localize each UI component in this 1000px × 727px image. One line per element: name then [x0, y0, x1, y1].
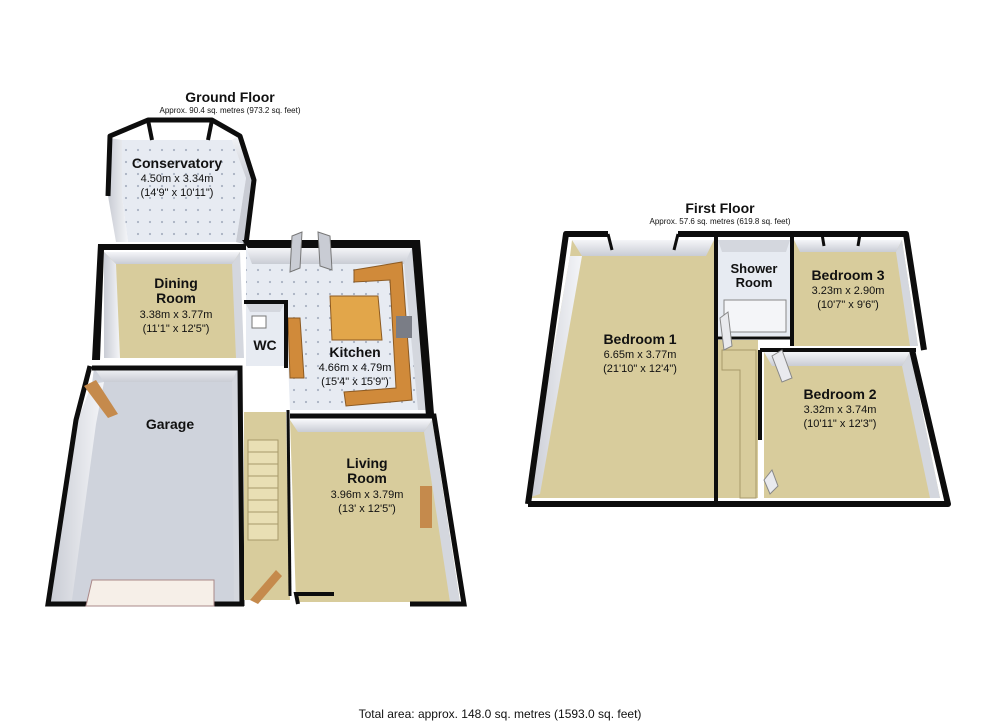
room-name-line2: Room [735, 275, 773, 291]
dining-room-area [92, 244, 246, 360]
ground-floor-plan [45, 117, 467, 607]
ground-floor-title: Ground Floor [185, 89, 275, 105]
room-dimensions-metric: 3.96m x 3.79m [330, 488, 404, 501]
conservatory-label: Conservatory 4.50m x 3.34m (14'9" x 10'1… [112, 155, 242, 200]
bedroom-3-label: Bedroom 3 3.23m x 2.90m (10'7" x 9'6") [796, 267, 900, 312]
room-name-line1: Shower [730, 261, 778, 276]
garage-area [45, 365, 245, 607]
first-floor-area: Approx. 57.6 sq. metres (619.8 sq. feet) [649, 217, 791, 226]
room-name: Conservatory [131, 155, 223, 171]
room-dimensions-metric: 3.23m x 2.90m [811, 285, 885, 298]
kitchen-label: Kitchen 4.66m x 4.79m (15'4" x 15'9") [300, 344, 410, 389]
room-dimensions-metric: 4.50m x 3.34m [140, 173, 214, 186]
total-area: Total area: approx. 148.0 sq. metres (15… [358, 707, 642, 721]
garage-label: Garage [120, 416, 220, 432]
living-room-label: Living Room 3.96m x 3.79m (13' x 12'5") [302, 455, 432, 515]
landing-area [718, 340, 758, 499]
hall-and-stairs [244, 409, 292, 604]
conservatory-area [105, 117, 257, 245]
room-dimensions-metric: 6.65m x 3.77m [603, 349, 677, 362]
bedroom-1-label: Bedroom 1 6.65m x 3.77m (21'10" x 12'4") [580, 331, 700, 376]
room-dimensions-metric: 3.38m x 3.77m [139, 308, 213, 321]
room-dimensions-imperial: (10'7" x 9'6") [817, 299, 879, 312]
room-name-line2: Room [347, 470, 387, 487]
kitchen-area [242, 231, 434, 416]
first-floor-header: First Floor Approx. 57.6 sq. metres (619… [630, 200, 810, 226]
bedroom-2-label: Bedroom 2 3.32m x 3.74m (10'11" x 12'3") [780, 386, 900, 431]
ground-floor-area: Approx. 90.4 sq. metres (973.2 sq. feet) [159, 106, 301, 115]
room-dimensions-imperial: (15'4" x 15'9") [321, 376, 389, 389]
room-name-line1: Living [346, 455, 388, 471]
first-floor-plan [525, 231, 951, 507]
living-room-area [290, 413, 467, 607]
room-dimensions-imperial: (11'1" x 12'5") [142, 322, 210, 335]
room-dimensions-imperial: (13' x 12'5") [338, 502, 396, 515]
bedroom-2-area [764, 352, 940, 498]
room-name: Garage [145, 416, 195, 432]
wc-area [244, 300, 288, 368]
ground-floor-header: Ground Floor Approx. 90.4 sq. metres (97… [140, 89, 320, 115]
room-name: Bedroom 3 [811, 267, 885, 283]
dining-room-label: Dining Room 3.38m x 3.77m (11'1" x 12'5"… [112, 275, 240, 335]
first-floor-title: First Floor [685, 200, 755, 216]
room-dimensions-imperial: (14'9" x 10'11") [140, 187, 214, 200]
wc-label: WC [246, 337, 284, 353]
room-dimensions-metric: 3.32m x 3.74m [803, 404, 877, 417]
room-name-line1: Dining [154, 275, 198, 291]
room-name: Bedroom 2 [803, 386, 877, 402]
bedroom-1-area [528, 240, 714, 498]
room-name-line2: Room [156, 290, 196, 307]
room-name: Bedroom 1 [603, 331, 677, 347]
room-dimensions-imperial: (10'11" x 12'3") [803, 418, 877, 431]
room-dimensions-metric: 4.66m x 4.79m [318, 362, 392, 375]
room-dimensions-imperial: (21'10" x 12'4") [603, 363, 677, 376]
room-name: WC [253, 337, 277, 353]
bedroom-3-area [794, 240, 918, 346]
shower-room-label: Shower Room [718, 261, 790, 291]
room-name: Kitchen [329, 344, 381, 360]
shower-room-area [718, 240, 790, 336]
